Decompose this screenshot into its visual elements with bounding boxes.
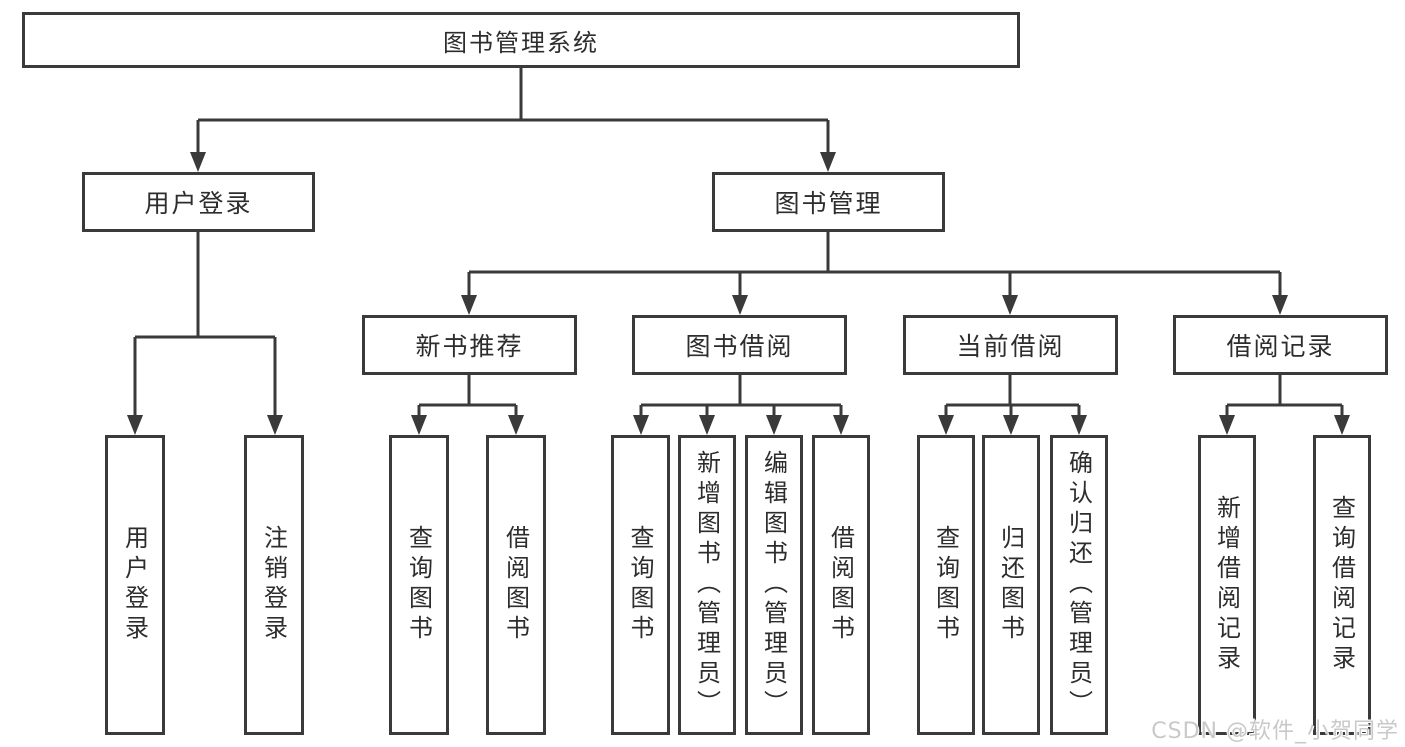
arrow-icon — [633, 415, 649, 435]
arrow-icon — [190, 152, 206, 172]
node-user-login: 用户登录 — [82, 172, 315, 232]
arrow-icon — [1002, 295, 1018, 315]
leaf-logout: 注销登录 — [244, 435, 304, 735]
arrow-icon — [411, 415, 427, 435]
leaf-query-books-current: 查询图书 — [917, 435, 975, 735]
connector-borrow-records — [1225, 375, 1344, 421]
arrow-icon — [1272, 295, 1288, 315]
connector-current-borrow — [944, 375, 1081, 421]
leaf-query-books-recommend: 查询图书 — [389, 435, 449, 735]
leaf-confirm-return-admin: 确认归还（管理员） — [1050, 435, 1108, 735]
connector-root — [196, 68, 830, 158]
leaf-borrow-books-recommend: 借阅图书 — [486, 435, 546, 735]
leaf-add-book-admin: 新增图书（管理员） — [678, 435, 736, 735]
arrow-icon — [732, 295, 748, 315]
leaf-user-login: 用户登录 — [105, 435, 165, 735]
arrow-icon — [938, 415, 954, 435]
arrow-icon — [461, 295, 477, 315]
arrow-icon — [1003, 415, 1019, 435]
arrow-icon — [766, 415, 782, 435]
connector-user-login — [133, 232, 277, 421]
arrow-icon — [699, 415, 715, 435]
node-book-management: 图书管理 — [712, 172, 945, 232]
connector-book-management — [467, 232, 1282, 301]
leaf-borrow-books: 借阅图书 — [812, 435, 870, 735]
connector-book-borrow — [639, 375, 843, 421]
arrow-icon — [508, 415, 524, 435]
leaf-query-borrow-record: 查询借阅记录 — [1313, 435, 1371, 735]
arrow-icon — [820, 152, 836, 172]
arrow-icon — [1334, 415, 1350, 435]
arrow-icon — [127, 415, 143, 435]
arrow-icon — [1071, 415, 1087, 435]
csdn-watermark: CSDN @软件_小贺同学 — [1151, 719, 1399, 744]
node-new-book-recommend: 新书推荐 — [362, 315, 577, 375]
arrow-icon — [267, 415, 283, 435]
arrow-icon — [1219, 415, 1235, 435]
node-borrow-records: 借阅记录 — [1173, 315, 1388, 375]
leaf-return-book: 归还图书 — [982, 435, 1040, 735]
node-current-borrow: 当前借阅 — [903, 315, 1118, 375]
leaf-edit-book-admin: 编辑图书（管理员） — [745, 435, 803, 735]
leaf-query-books-borrow: 查询图书 — [611, 435, 670, 735]
node-library-system-root: 图书管理系统 — [22, 12, 1020, 68]
node-book-borrow: 图书借阅 — [632, 315, 847, 375]
arrow-icon — [833, 415, 849, 435]
leaf-add-borrow-record: 新增借阅记录 — [1198, 435, 1256, 735]
connector-new-book — [417, 375, 518, 421]
